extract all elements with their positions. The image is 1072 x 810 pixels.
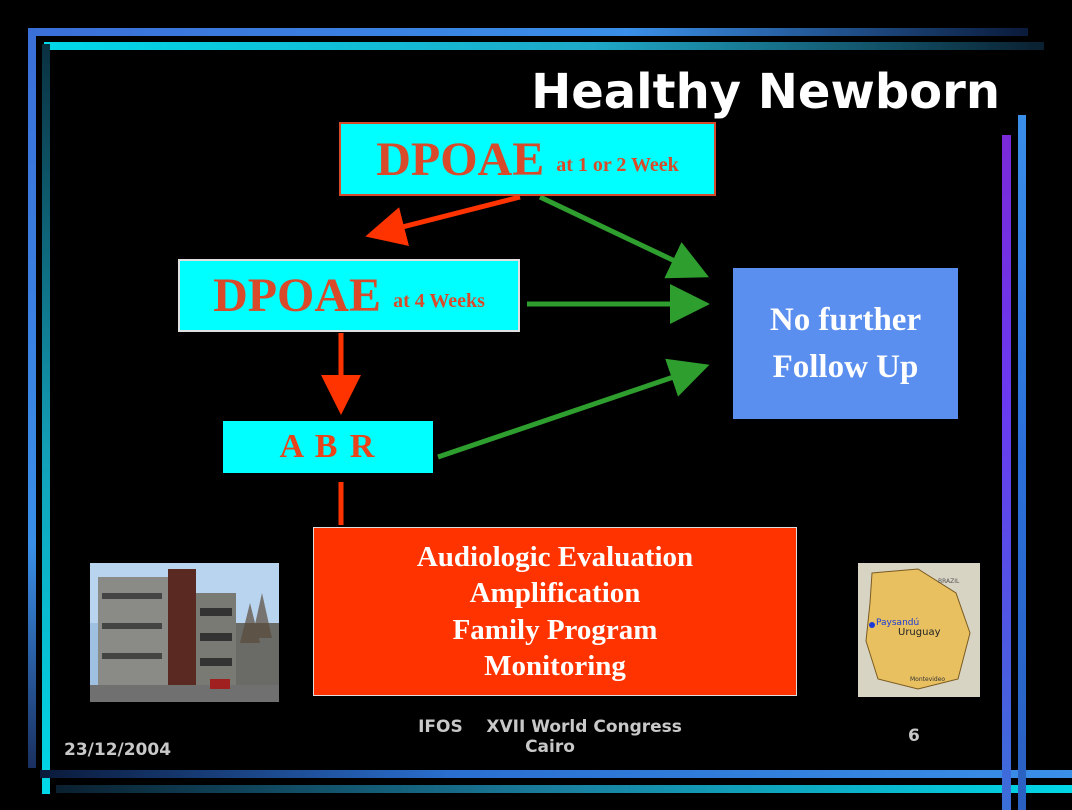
eval-line: Amplification [469, 577, 641, 610]
dpoae-timing: at 1 or 2 Week [556, 153, 679, 176]
no-follow-line: No further [769, 302, 922, 339]
footer-conference-line: Cairo [525, 737, 575, 758]
no-follow-up-box: No further Follow Up [733, 268, 958, 419]
hospital-building-photo [90, 563, 279, 702]
page-number: 6 [908, 726, 920, 746]
map-country-label: Uruguay [898, 627, 941, 638]
map-capital-label: Montevideo [910, 676, 945, 683]
slide-title: Healthy Newborn [531, 64, 1000, 120]
eval-line: Audiologic Evaluation [416, 541, 694, 573]
arrow-step1-to-no-follow [538, 194, 710, 279]
abr-box: A B R [223, 421, 433, 473]
bottom-accent-bar [40, 770, 1072, 778]
arrow-step1-to-step2 [365, 194, 521, 246]
right-accent-bar-secondary [1018, 115, 1026, 810]
top-accent-bar-secondary [44, 42, 1044, 50]
footer-date: 23/12/2004 [64, 740, 172, 760]
top-accent-bar [28, 28, 1028, 36]
uruguay-map-image: Paysandú Uruguay BRAZIL Montevideo [858, 563, 980, 697]
eval-line: Family Program [452, 613, 658, 646]
footer-conference: IFOS XVII World Congress Cairo [360, 717, 740, 758]
left-accent-bar-secondary [42, 44, 50, 794]
dpoae-label: DPOAE [376, 132, 545, 186]
no-follow-line: Follow Up [772, 348, 919, 385]
dpoae-label: DPOAE [213, 269, 382, 322]
left-accent-bar [28, 28, 36, 768]
dpoae-timing: at 4 Weeks [393, 290, 485, 312]
abr-label: A B R [279, 428, 377, 465]
dpoae-week4-box: DPOAE at 4 Weeks [178, 259, 520, 332]
right-accent-bar [1002, 135, 1011, 810]
map-neighbor-label: BRAZIL [938, 578, 960, 585]
audiologic-evaluation-box: Audiologic Evaluation Amplification Fami… [313, 527, 797, 696]
arrow-abr-to-no-follow [437, 358, 710, 460]
dpoae-week1-2-box: DPOAE at 1 or 2 Week [339, 122, 716, 196]
eval-line: Monitoring [484, 649, 626, 682]
map-city-label: Paysandú [876, 618, 919, 628]
footer-conference-line: IFOS XVII World Congress [418, 717, 682, 737]
bottom-accent-bar-secondary [56, 785, 1072, 793]
